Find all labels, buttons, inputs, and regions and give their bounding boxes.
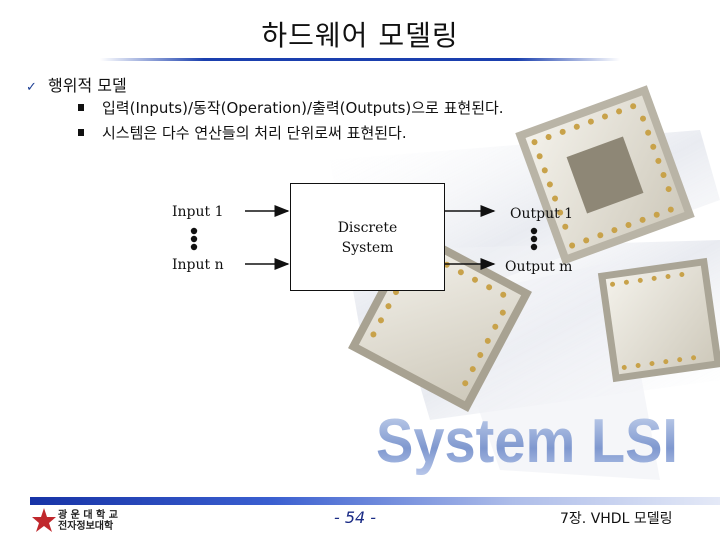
checkmark-bullet-icon: ✓	[26, 80, 37, 95]
page-number: - 54 -	[333, 508, 377, 527]
university-name-line2: 전자정보대학	[58, 521, 114, 532]
output-ellipsis-dots	[530, 227, 538, 251]
square-bullet-icon	[78, 104, 84, 111]
system-label-line1: Discrete	[337, 220, 398, 236]
footer-bar	[30, 497, 720, 505]
square-bullet-icon	[78, 129, 84, 136]
system-lsi-logo-text: System LSI	[376, 407, 678, 476]
sub-bullet: 입력(Inputs)/동작(Operation)/출력(Outputs)으로 표…	[78, 97, 504, 118]
system-label-line2: System	[341, 240, 394, 256]
main-bullet: ✓ 행위적 모델	[26, 72, 127, 96]
university-logo-icon	[32, 508, 56, 532]
sub-bullet-text: 입력(Inputs)/동작(Operation)/출력(Outputs)으로 표…	[102, 99, 504, 117]
input-ellipsis-dots	[190, 227, 198, 251]
discrete-system-label: Discrete System	[290, 218, 445, 258]
sub-bullet: 시스템은 다수 연산들의 처리 단위로써 표현된다.	[78, 122, 407, 143]
chip-graphic	[515, 85, 695, 265]
title-divider	[100, 58, 620, 61]
input-n-label: Input n	[172, 257, 224, 273]
university-name-line1: 광 운 대 학 교	[58, 510, 118, 521]
university-name: 광 운 대 학 교 전자정보대학	[58, 510, 118, 532]
discrete-system-box	[290, 183, 445, 291]
input-1-label: Input 1	[172, 204, 224, 220]
slide-title: 하드웨어 모델링	[261, 19, 459, 52]
output-1-label: Output 1	[510, 206, 574, 222]
output-m-label: Output m	[505, 259, 573, 275]
chapter-label: 7장. VHDL 모델링	[560, 511, 673, 527]
main-bullet-text: 행위적 모델	[48, 76, 127, 95]
sub-bullet-text: 시스템은 다수 연산들의 처리 단위로써 표현된다.	[102, 124, 407, 142]
